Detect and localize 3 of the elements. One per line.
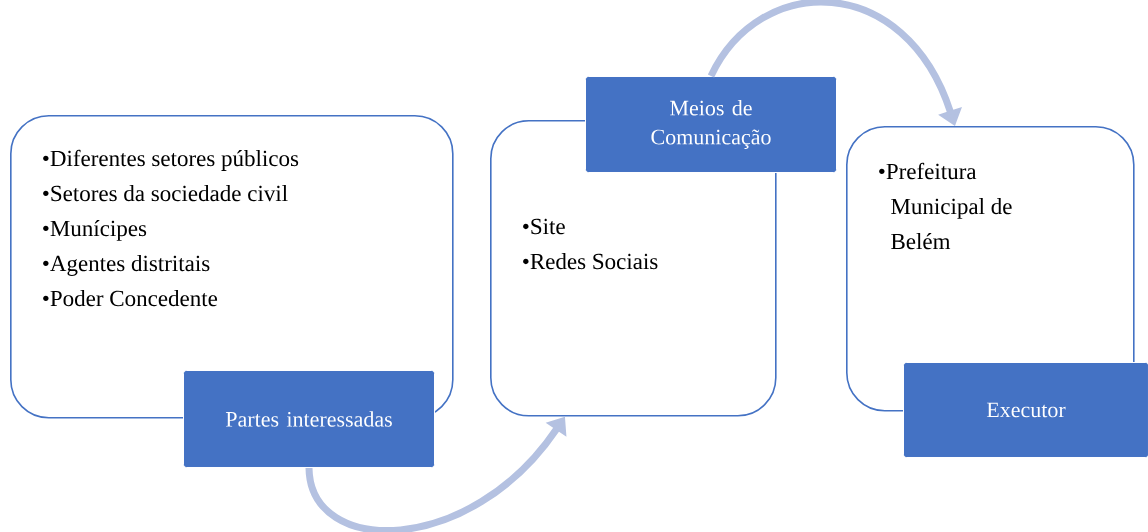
- label-box: Executor: [903, 362, 1148, 458]
- label-box: Partes interessadas: [183, 370, 435, 468]
- label-box: Meios de Comunicação: [585, 76, 837, 173]
